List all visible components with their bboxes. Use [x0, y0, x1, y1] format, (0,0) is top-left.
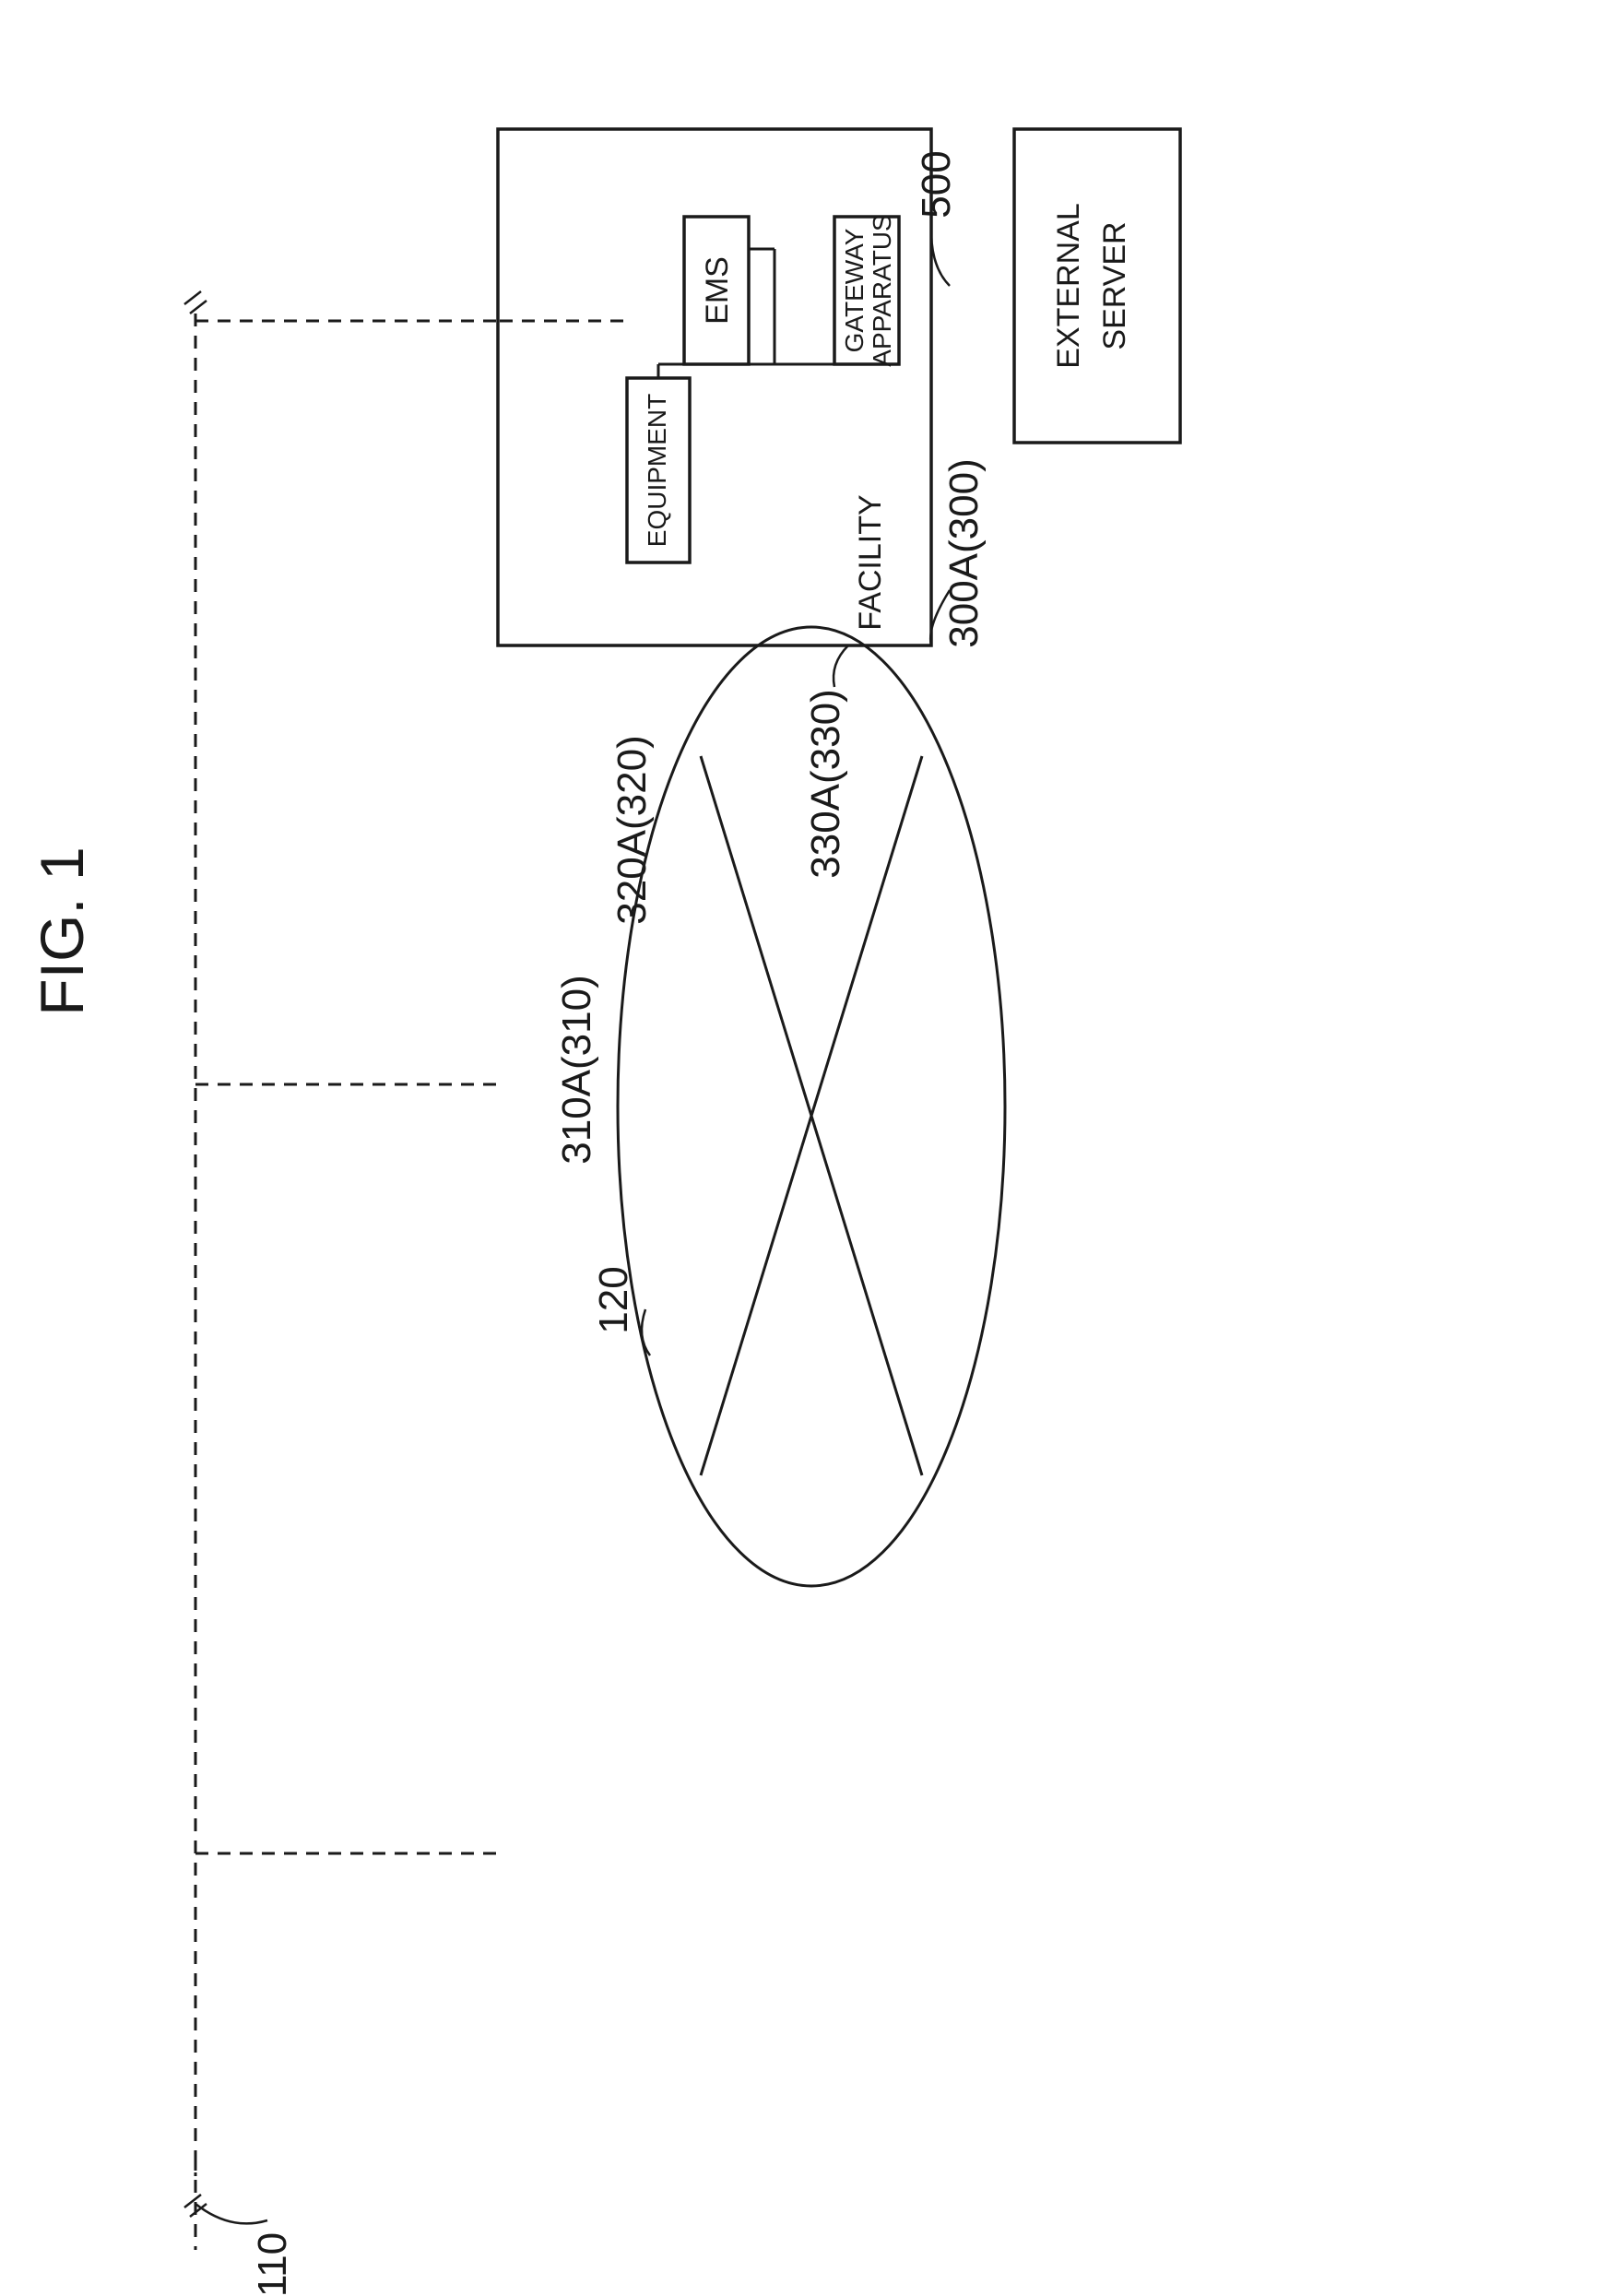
- facility-a-equipment-ref: 310A(310): [554, 975, 599, 1164]
- facility-a-gateway-line2: APPARATUS: [868, 214, 896, 366]
- facility-a-title: FACILITY: [853, 494, 888, 630]
- figure-title: FIG. 1: [28, 846, 96, 1015]
- external-server-ref: 500: [914, 150, 959, 218]
- facility-a-gateway-ref: 330A(330): [803, 689, 848, 878]
- external-server-line1: EXTERNAL: [1051, 203, 1086, 369]
- facility-a: FACILITY GATEWAY APPARATUS EMS EQUIPMENT…: [498, 129, 987, 1165]
- network-label: 120: [591, 1266, 636, 1333]
- facility-a-ems-label: EMS: [700, 256, 735, 325]
- facility-a-gateway-line1: GATEWAY: [840, 228, 869, 352]
- facility-a-ref: 300A(300): [941, 458, 987, 647]
- external-server: EXTERNAL SERVER 500: [914, 129, 1180, 443]
- external-server-line2: SERVER: [1097, 221, 1132, 349]
- power-bus: 110: [184, 83, 500, 2296]
- power-bus-label: 110: [250, 2232, 295, 2296]
- facility-a-equipment-label: EQUIPMENT: [643, 394, 671, 547]
- facility-a-ems-ref-rot: 320A(320): [609, 735, 655, 924]
